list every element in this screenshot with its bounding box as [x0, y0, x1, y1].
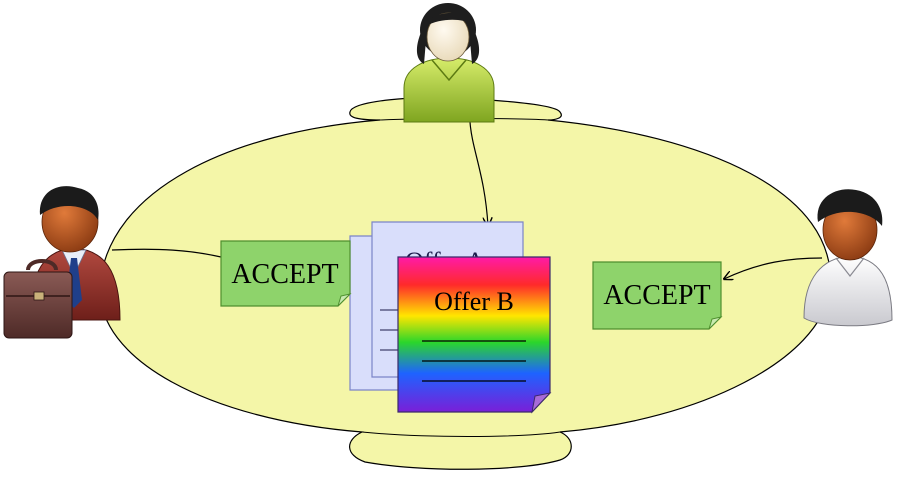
offer-back-lines: [380, 309, 398, 351]
accept-note-left-label: ACCEPT: [231, 259, 338, 290]
accept-note-left: ACCEPT: [220, 240, 352, 307]
offer-paper-front: [397, 256, 551, 413]
woman-green-shirt-icon: [403, 3, 495, 123]
top-to-offer-arrow: [469, 121, 488, 226]
offer-stack: Offer A Offer B: [349, 221, 552, 414]
offer-front-title: Offer B: [434, 287, 514, 316]
man-white-shirt-icon: [803, 189, 893, 327]
offer-front-lines: [422, 340, 526, 382]
accept-note-right-label: ACCEPT: [603, 280, 710, 311]
right-person-to-note-arrow: [724, 257, 823, 279]
left-person-to-note-line: [111, 248, 222, 258]
connectors: [111, 121, 823, 279]
briefcase-icon: [3, 259, 73, 339]
accept-note-right: ACCEPT: [592, 261, 723, 330]
businessman-with-briefcase-icon: [3, 186, 121, 339]
